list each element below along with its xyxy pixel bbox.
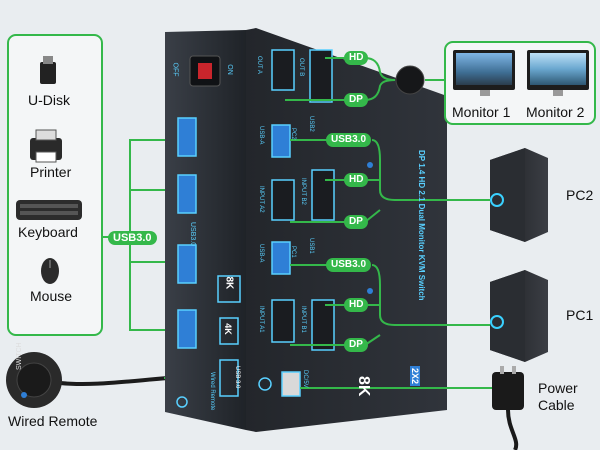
kvm-2x2-badge: 2X2 (410, 366, 420, 387)
mouse-label: Mouse (30, 288, 73, 304)
monitor1-label: Monitor 1 (452, 104, 511, 120)
monitor1-icon (453, 50, 515, 96)
power-adapter-icon (492, 366, 524, 450)
keyboard-label: Keyboard (18, 224, 78, 240)
badge-usb-frame (219, 359, 239, 397)
badge-4k-frame (219, 317, 239, 345)
power-on-label: ON (225, 64, 233, 75)
pc2-tower-icon (490, 148, 548, 242)
usb-hub-tag: USB3.0 (108, 231, 157, 245)
model-text: DP 1.4 HD 2.1 Dual Monitor KVM Switch (417, 150, 426, 301)
dc-port[interactable] (281, 371, 301, 397)
pc1-dp-tag: DP (344, 338, 368, 352)
usb-b1-label: USB1 (308, 238, 314, 254)
kvm-side-panel (246, 28, 447, 432)
usb-a-label-pc2: USB-A (258, 126, 264, 145)
dc-symbol-icon (258, 377, 272, 391)
usb-port-4[interactable] (177, 309, 197, 349)
front-8k-badge: 8K (223, 276, 235, 290)
front-4k-badge: 4K (222, 323, 233, 335)
usb-a-label-pc1: USB-A (258, 244, 264, 263)
input-b1-port[interactable] (311, 299, 335, 351)
pc1-label: PC1 (566, 307, 594, 323)
monitor2-label: Monitor 2 (526, 104, 585, 120)
switch-knob[interactable] (395, 65, 425, 95)
pc1-tower-icon (490, 270, 548, 362)
printer-label: Printer (30, 164, 72, 180)
out-b-port[interactable] (309, 49, 333, 103)
remote-port[interactable] (176, 396, 188, 408)
hd-out-tag: HD (344, 51, 369, 65)
pc1-led-icon (367, 288, 373, 294)
input-a1-port[interactable] (271, 299, 295, 343)
side-8k-badge: 8K (355, 376, 372, 397)
power-label-line1: Power (538, 380, 578, 396)
usb-port-2[interactable] (177, 174, 197, 214)
out-a-port[interactable] (271, 49, 295, 91)
front-usb-label: USB3.0 (189, 222, 196, 247)
remote-port-label: Wired Remote (209, 372, 215, 411)
input-b2-port[interactable] (311, 169, 335, 221)
input-b2-label: INPUT B2 (300, 178, 306, 205)
printer-icon (30, 129, 62, 163)
front-usb-ports (177, 117, 197, 349)
dp-out-tag: DP (344, 93, 368, 107)
wired-remote-icon (6, 352, 169, 408)
input-b1-label: INPUT B1 (300, 306, 306, 333)
pc2-hd-tag: HD (344, 173, 369, 187)
pc2-label: PC2 (566, 187, 594, 203)
input-a2-port[interactable] (271, 179, 295, 221)
pc1-usb-a-port[interactable] (271, 241, 291, 275)
usb-connection-lines (102, 139, 175, 379)
input-a1-label: INPUT A1 (258, 306, 264, 333)
power-switch-rocker[interactable] (198, 63, 212, 79)
usb-port-1[interactable] (177, 117, 197, 157)
pc1-hd-tag: HD (344, 298, 369, 312)
pc1-usb-tag: USB3.0 (326, 258, 372, 272)
usb-port-3[interactable] (177, 244, 197, 284)
udisk-label: U-Disk (28, 92, 70, 108)
pc2-usb-a-port[interactable] (271, 124, 291, 158)
front-usb-badge: USB 3.0 (234, 366, 240, 389)
power-label-line2: Cable (538, 397, 575, 413)
pc1-connection-lines (290, 264, 490, 346)
pc1-side-tag: PC1 (290, 246, 296, 258)
dc-label: DC/5V (302, 370, 308, 388)
pc2-usb-tag: USB3.0 (326, 133, 372, 147)
wired-remote-label: Wired Remote (8, 413, 98, 429)
remote-switch-text: SWITCH (16, 342, 23, 370)
pc2-led-icon (367, 162, 373, 168)
monitor2-icon (527, 50, 589, 96)
pc2-dp-tag: DP (344, 215, 368, 229)
usb-b2-label: USB2 (308, 116, 314, 132)
power-off-label: OFF (171, 62, 179, 77)
out-a-label: OUT A (256, 56, 262, 74)
input-a2-label: INPUT A2 (258, 186, 264, 213)
pc2-side-tag: PC2 (290, 128, 296, 140)
keyboard-icon (16, 200, 82, 220)
side-ports (258, 49, 373, 397)
peripheral-panel (7, 34, 103, 336)
badge-8k-frame (217, 275, 241, 303)
out-b-label: OUT B (298, 58, 304, 77)
udisk-icon (40, 56, 56, 84)
mouse-icon (41, 258, 59, 284)
